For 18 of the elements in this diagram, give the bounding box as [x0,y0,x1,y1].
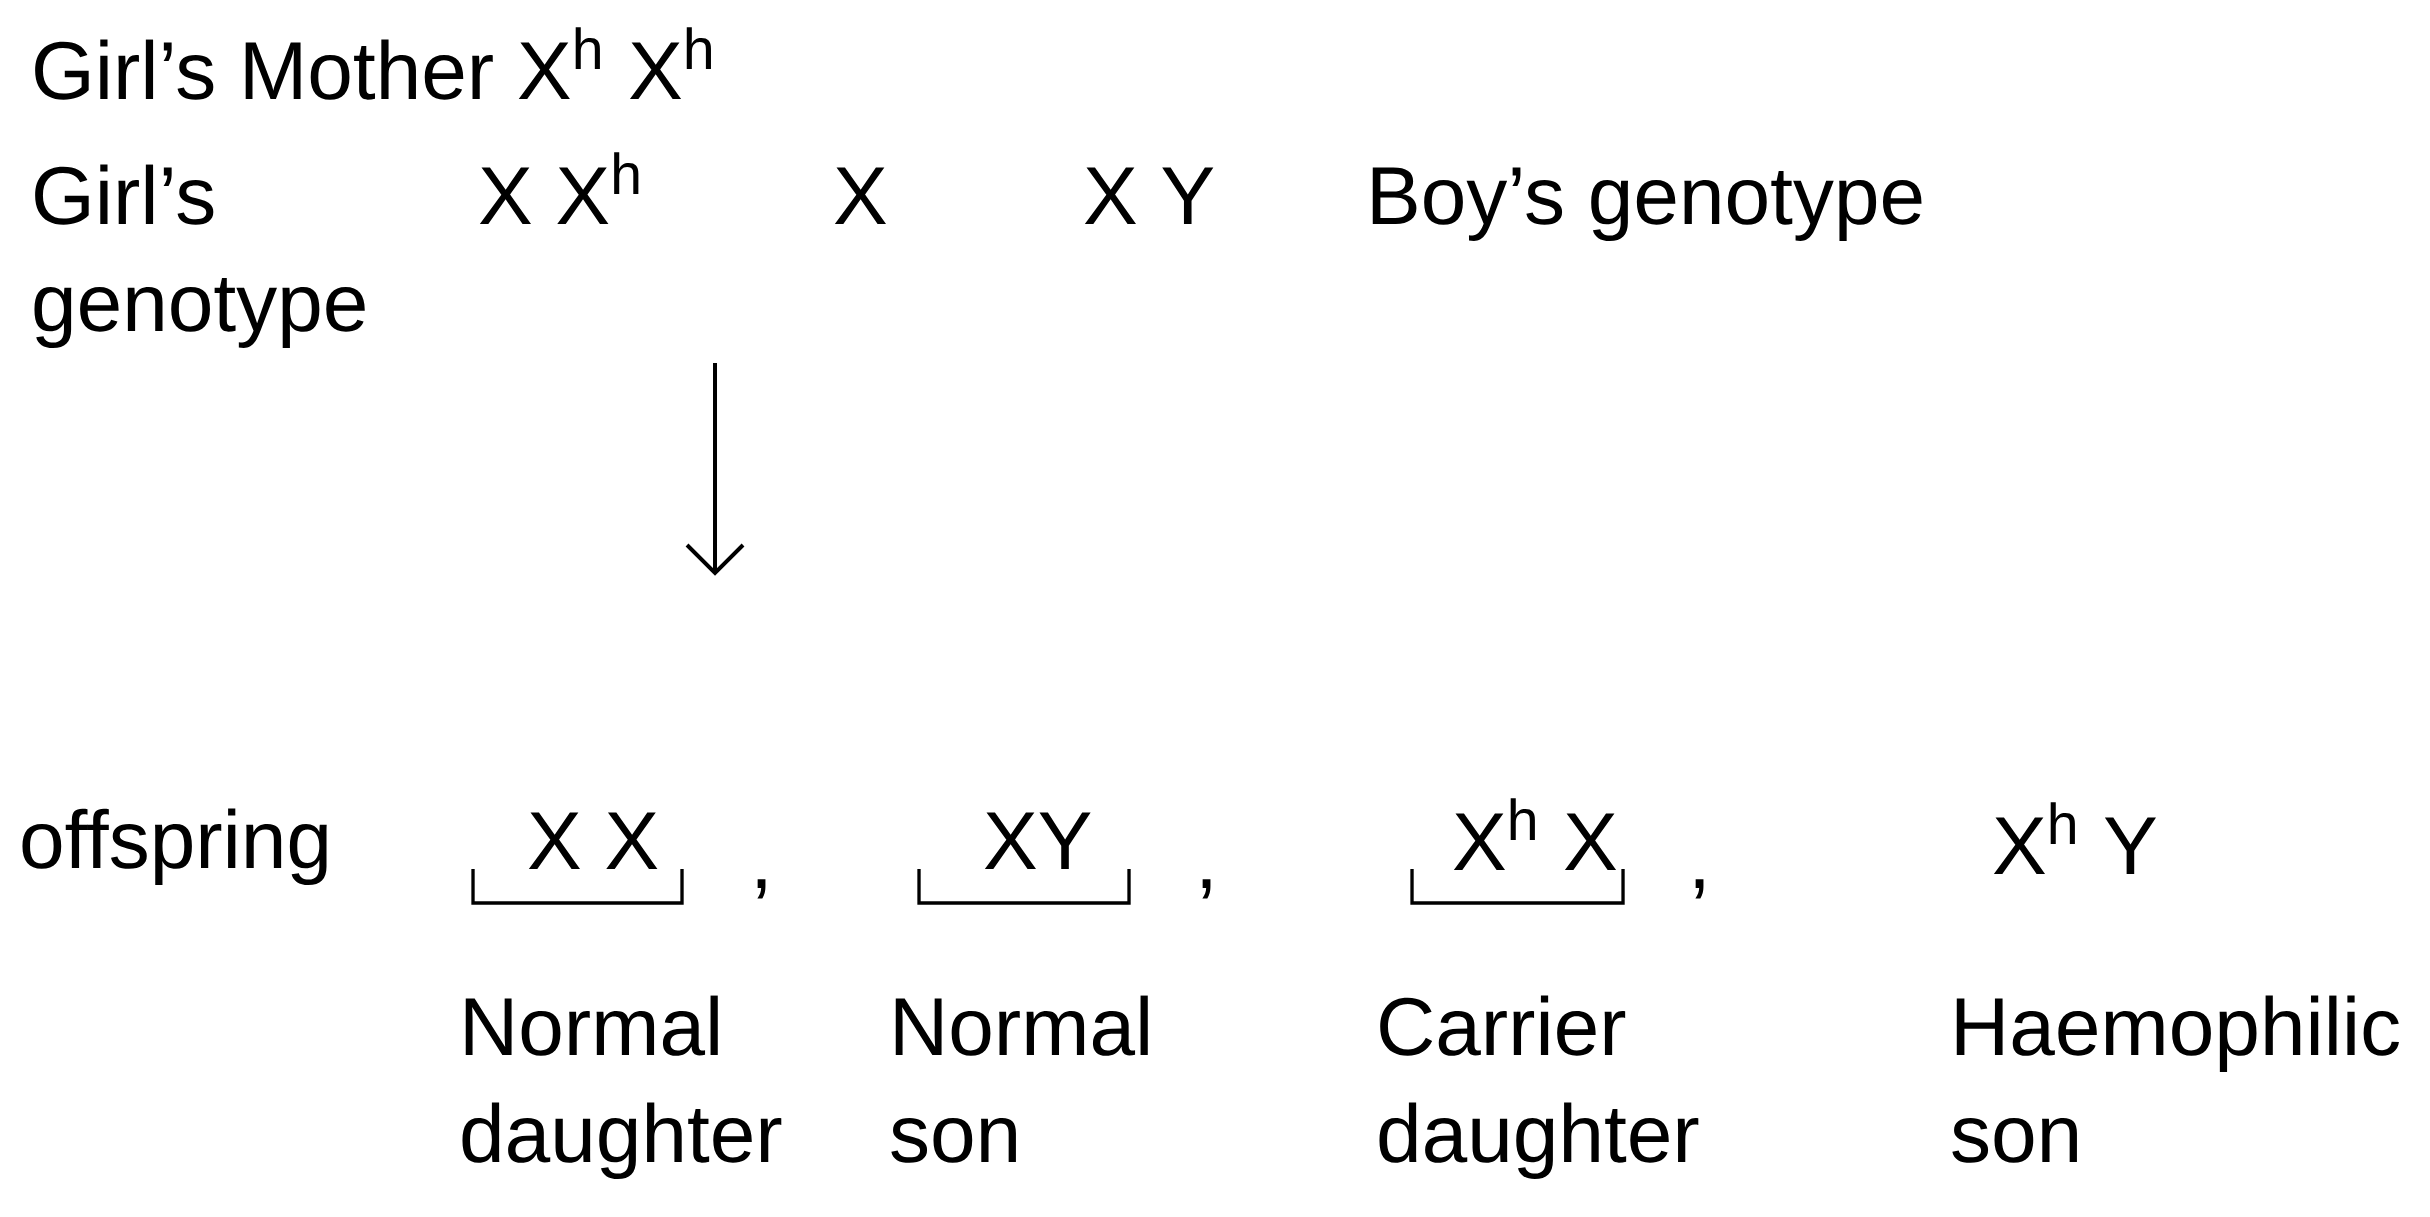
genotype-text: X$^{h}$ Y [1993,802,2156,874]
genotype-text: X X$^{h}$ [479,152,639,224]
genotype-text: X [834,167,887,224]
row-label: Girl’s Mother X$^{h}$ X$^{h}$ [35,27,711,100]
row-label: Boy’s genotype [1372,167,1922,242]
genotype-text: X X [528,812,658,869]
phenotype-label: Normal daughter [462,995,782,1180]
phenotype-label: Haemophilic son [1952,995,2399,1163]
comma: , [1202,879,1211,899]
genotype-text: X Y [1084,167,1214,224]
row-label: offspring [22,808,327,886]
comma: , [1695,879,1704,899]
comma: , [757,879,766,899]
row-label: Girl’s genotype [34,164,365,349]
phenotype-label: Carrier daughter [1379,995,1699,1180]
genotype-text: X$^{h}$ X [1453,798,1617,870]
genotype-text: XY [984,812,1091,869]
phenotype-label: Normal son [891,995,1148,1163]
